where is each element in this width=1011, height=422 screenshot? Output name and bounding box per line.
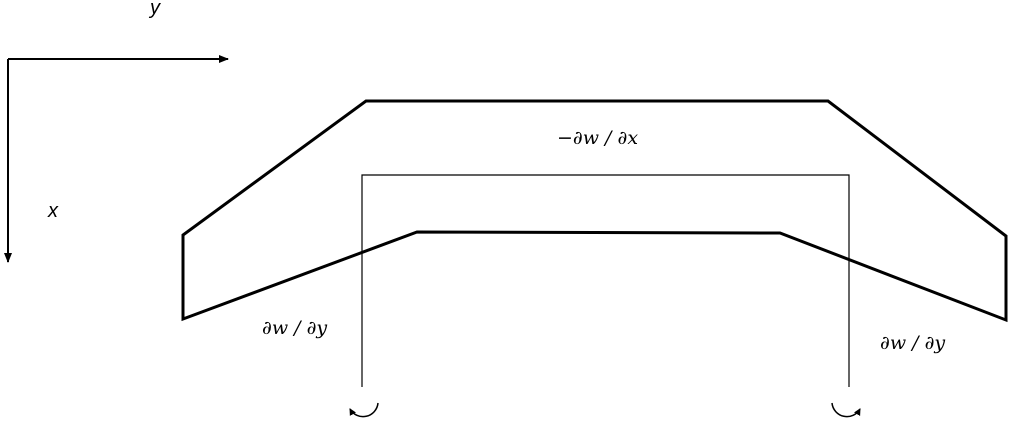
wing-planform-outline [181, 99, 1008, 323]
right-slope-label: ∂w / ∂y [880, 332, 945, 354]
top-slope-label: −∂w / ∂x [557, 127, 638, 149]
right-rotation-arrow-icon [831, 402, 861, 418]
elastic-axis-bracket [361, 174, 850, 387]
x-axis-label: x [47, 200, 59, 222]
y-axis-label: y [148, 0, 161, 19]
coordinate-axes: y x [4, 0, 229, 263]
left-rotation-arrow-icon [349, 402, 379, 418]
left-slope-label: ∂w / ∂y [262, 317, 327, 339]
